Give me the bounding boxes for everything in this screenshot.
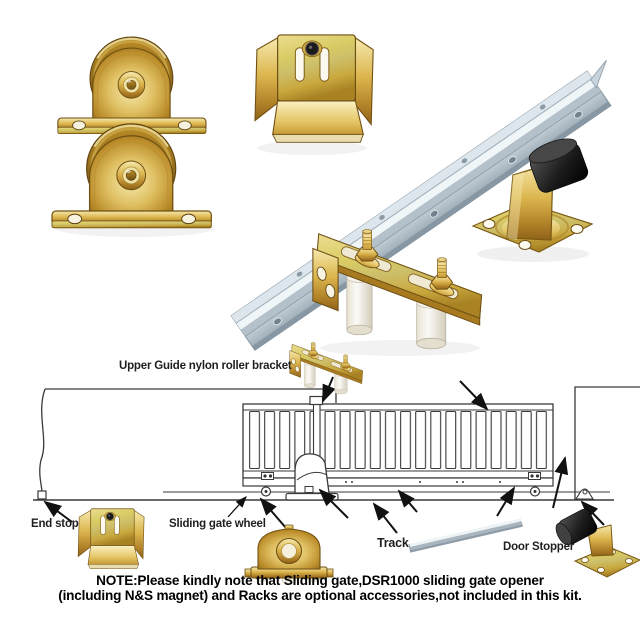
arrow-wheel-thumb (259, 497, 287, 529)
note-line-1: NOTE:Please kindly note that Sliding gat… (96, 573, 544, 588)
end-stop-catcher-photo (254, 34, 374, 143)
callout-arrows (43, 376, 605, 534)
label-sliding-gate-wheel: Sliding gate wheel (169, 518, 266, 530)
arrow-track-3 (397, 489, 418, 513)
installation-diagram (33, 386, 640, 501)
label-end-stop: End stop (31, 518, 79, 530)
label-upper-guide: Upper Guide nylon roller bracket (119, 360, 292, 372)
arrow-track-1 (318, 488, 349, 519)
gate-wheel-thumb (244, 524, 334, 585)
label-door-stopper: Door Stopper (503, 541, 575, 553)
gate-wheel-photo-1 (56, 35, 208, 136)
door-stopper-thumb (555, 508, 640, 578)
arrow-post (552, 456, 569, 509)
diagram-sliding-gate (242, 395, 554, 497)
arrow-gate (459, 380, 489, 411)
arrow-end-stop (43, 500, 73, 523)
diagram-upper-guide (309, 395, 324, 406)
diagram-right-post (574, 386, 640, 500)
note-text: NOTE:Please kindly note that Sliding gat… (0, 573, 640, 603)
arrow-door-stopper (580, 500, 605, 526)
diagram-end-stop (37, 490, 47, 500)
door-stopper-photo (471, 138, 594, 253)
arrow-upper-guide (322, 376, 336, 403)
track-thumb (408, 518, 523, 553)
arrow-track-2 (372, 502, 398, 534)
note-line-2: (including N&S magnet) and Racks are opt… (58, 588, 582, 603)
diagram-door-stopper (575, 488, 594, 500)
arrow-track-4 (496, 486, 516, 517)
end-stop-thumb (77, 508, 145, 570)
arrow-wheel-label (227, 496, 247, 518)
gate-wheel-photo-2 (50, 122, 213, 230)
label-track: Track (377, 536, 409, 550)
